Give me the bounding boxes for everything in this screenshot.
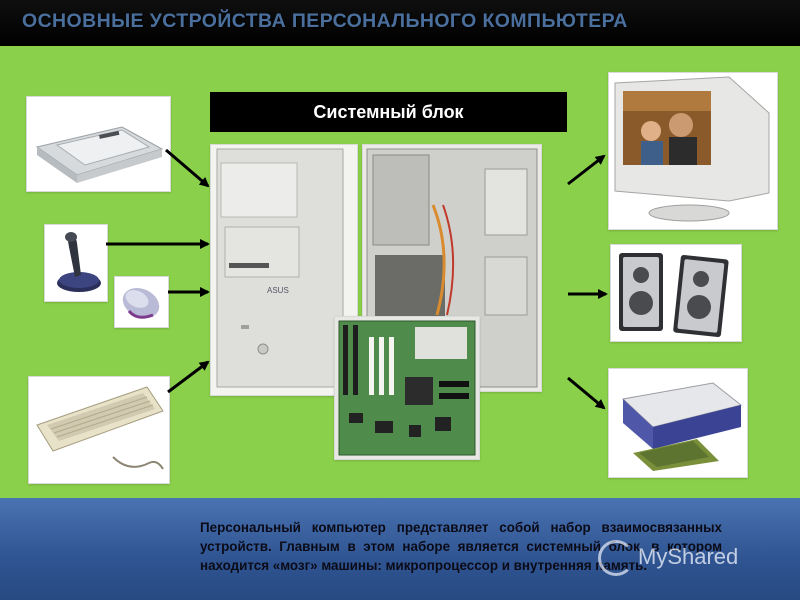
- watermark-text: MyShared: [638, 543, 739, 569]
- caption-text: Персональный компьютер представляет собо…: [200, 520, 722, 573]
- watermark: MyShared: [598, 540, 738, 576]
- title-bar: [0, 0, 800, 46]
- monitor-icon: [614, 76, 770, 222]
- watermark-logo-icon: [598, 540, 634, 576]
- svg-text:ASUS: ASUS: [267, 286, 289, 295]
- keyboard-icon: [36, 386, 164, 470]
- keyboard-image: [28, 376, 170, 484]
- tower-case-image: ASUS: [210, 144, 358, 396]
- joystick-icon: [57, 232, 101, 292]
- caption-band: [0, 498, 800, 600]
- speakers-icon: [619, 253, 729, 337]
- mouse-image: [114, 276, 169, 328]
- mouse-icon: [122, 287, 160, 319]
- scanner-image: [26, 96, 171, 192]
- motherboard-icon: [338, 320, 476, 456]
- motherboard-image: [334, 316, 480, 460]
- tower-case-icon: ASUS: [216, 148, 344, 388]
- system-unit-label: Системный блок: [210, 92, 567, 132]
- slide-title: ОСНОВНЫЕ УСТРОЙСТВА ПЕРСОНАЛЬНОГО КОМПЬЮ…: [22, 10, 628, 32]
- printer-image: [608, 368, 748, 478]
- speakers-image: [610, 244, 742, 342]
- joystick-image: [44, 224, 108, 302]
- printer-icon: [621, 382, 743, 471]
- scanner-icon: [35, 126, 164, 183]
- monitor-image: [608, 72, 778, 230]
